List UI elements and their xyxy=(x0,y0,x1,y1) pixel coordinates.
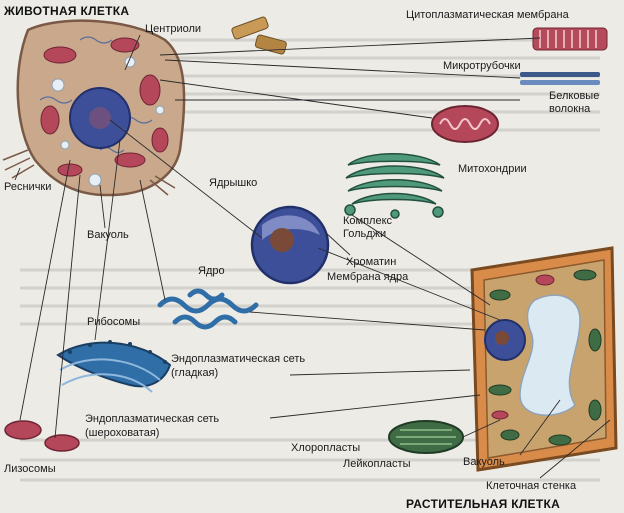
rough-er-drawing xyxy=(56,340,172,393)
label-golgi-1: Комплекс xyxy=(343,215,393,227)
label-leucoplasts: Лейкопласты xyxy=(343,458,411,470)
smooth-er-drawing xyxy=(157,288,259,330)
label-er-smooth-1: Эндоплазматическая сеть xyxy=(171,353,306,365)
plant-cell-title: РАСТИТЕЛЬНАЯ КЛЕТКА xyxy=(406,497,561,511)
label-er-smooth-2: (гладкая) xyxy=(171,367,219,379)
label-nuclear-membrane: Мембрана ядра xyxy=(327,271,409,283)
label-centrioles: Центриоли xyxy=(145,23,202,35)
plant-chloroplasts xyxy=(488,269,602,446)
label-er-rough-1: Эндоплазматическая сеть xyxy=(85,413,220,425)
label-chloroplasts: Хлоропласты xyxy=(291,442,361,454)
label-chromatin: Хроматин xyxy=(346,256,397,268)
mitochondrion-drawing xyxy=(431,105,499,143)
label-mitochondria: Митохондрии xyxy=(458,163,527,175)
animal-nucleolus xyxy=(89,107,111,129)
membrane-drawing xyxy=(532,27,608,51)
chloroplast-drawing xyxy=(388,420,464,454)
label-nucleolus: Ядрышко xyxy=(209,177,258,189)
label-ribosomes: Рибосомы xyxy=(87,316,141,328)
microtubules-drawing xyxy=(520,72,600,85)
leader-lines xyxy=(14,34,611,479)
flagellum-shape xyxy=(149,175,176,196)
label-golgi-2: Гольджи xyxy=(343,228,387,240)
animal-cell xyxy=(2,19,186,197)
label-microtubules: Микротрубочки xyxy=(443,60,521,72)
label-cell-wall: Клеточная стенка xyxy=(486,480,577,492)
nucleus-drawing xyxy=(250,205,330,285)
label-cilia: Реснички xyxy=(4,181,52,193)
animal-cell-title: ЖИВОТНАЯ КЛЕТКА xyxy=(4,4,130,18)
plant-mitochondria xyxy=(491,274,555,420)
label-nucleus: Ядро xyxy=(198,265,225,277)
label-er-rough-2: (шероховатая) xyxy=(85,427,160,439)
cilia-shape xyxy=(2,149,35,179)
label-protein-fibers-2: волокна xyxy=(549,103,591,115)
plant-cell xyxy=(470,246,618,472)
label-vacuole-plant: Вакуоль xyxy=(463,456,505,468)
centrioles-drawing xyxy=(231,16,287,55)
label-cell-membrane: Цитоплазматическая мембрана xyxy=(406,9,569,21)
label-lysosomes: Лизосомы xyxy=(4,463,56,475)
label-vacuole-animal: Вакуоль xyxy=(87,229,129,241)
label-protein-fibers: Белковые xyxy=(549,90,600,102)
animal-organelles xyxy=(40,37,169,177)
golgi-drawing xyxy=(344,153,445,219)
lysosomes-drawing xyxy=(4,420,80,452)
